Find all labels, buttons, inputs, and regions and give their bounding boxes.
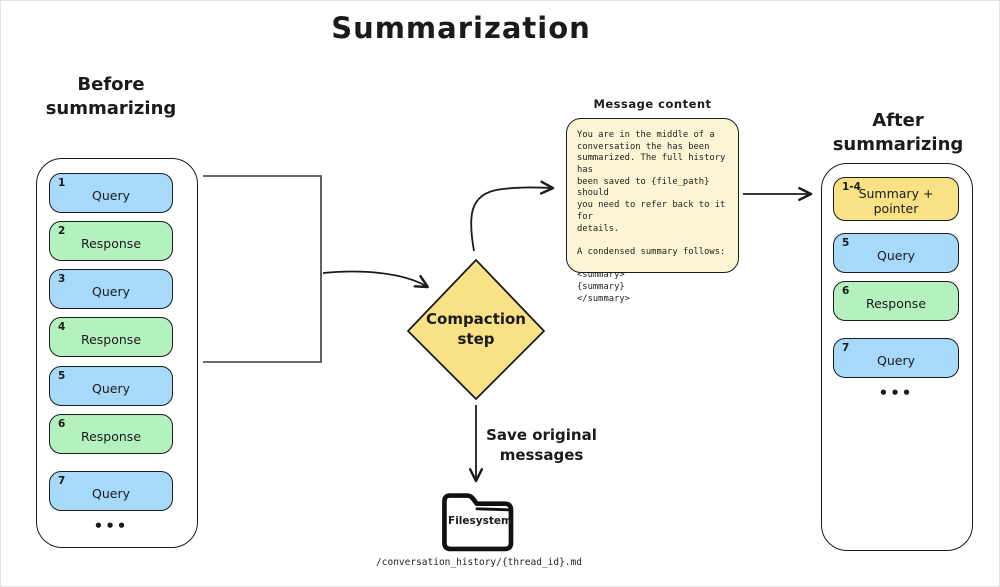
message-content-text: You are in the middle of a conversation …	[577, 130, 726, 304]
message-number: 7	[58, 475, 66, 487]
message-label: Query	[877, 352, 915, 368]
message-label: Response	[80, 428, 142, 444]
message-1-4-summary-pointer: 1-4 Summary + pointer	[833, 177, 959, 221]
message-label: Summary + pointer	[858, 186, 934, 216]
message-number: 7	[842, 342, 850, 354]
after-more-messages-ellipsis: •••	[878, 384, 914, 402]
message-number: 2	[58, 225, 66, 237]
message-label: Query	[92, 380, 130, 396]
message-number: 3	[58, 273, 66, 285]
message-label: Response	[80, 235, 142, 251]
message-content-note: You are in the middle of a conversation …	[566, 118, 739, 304]
message-label: Query	[92, 283, 130, 299]
before-more-messages-ellipsis: •••	[93, 517, 129, 535]
messages-1-4-bracket	[203, 175, 322, 363]
arrow-compaction-to-note	[470, 180, 555, 252]
message-number: 5	[842, 237, 850, 249]
message-6-response: 6 Response	[833, 281, 959, 321]
message-1-query: 1 Query	[49, 173, 173, 213]
diagram-title: Summarization	[331, 11, 591, 45]
message-number: 4	[58, 321, 66, 333]
save-original-messages-label: Save original messages	[486, 426, 597, 465]
message-label: Response	[865, 295, 927, 311]
message-5-query: 5 Query	[833, 233, 959, 273]
message-number: 1	[58, 177, 66, 189]
message-label: Query	[92, 187, 130, 203]
message-label: Query	[92, 485, 130, 501]
message-2-response: 2 Response	[49, 221, 173, 261]
conversation-history-filepath: /conversation_history/{thread_id}.md	[376, 557, 582, 568]
filesystem-label: Filesystem	[448, 515, 512, 527]
after-summarizing-heading: After summarizing	[832, 110, 964, 156]
message-number: 1-4	[842, 181, 861, 193]
message-number: 6	[58, 418, 66, 430]
message-number: 5	[58, 370, 66, 382]
message-7-query: 7 Query	[833, 338, 959, 378]
message-number: 6	[842, 285, 850, 297]
message-7-query: 7 Query	[49, 471, 173, 511]
arrow-bracket-to-compaction	[322, 270, 429, 289]
compaction-step-label: Compaction step	[426, 310, 526, 349]
message-5-query: 5 Query	[49, 366, 173, 406]
filesystem-folder-icon	[442, 493, 514, 552]
message-label: Response	[80, 331, 142, 347]
message-6-response: 6 Response	[49, 414, 173, 454]
message-label: Query	[877, 247, 915, 263]
message-3-query: 3 Query	[49, 269, 173, 309]
message-content-heading: Message content	[593, 97, 712, 111]
message-4-response: 4 Response	[49, 317, 173, 357]
before-summarizing-heading: Before summarizing	[45, 74, 177, 120]
